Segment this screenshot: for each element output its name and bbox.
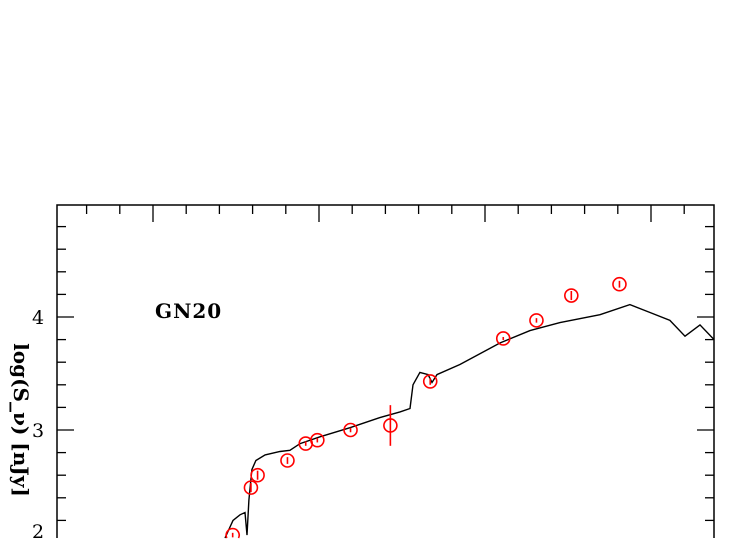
photometry-point	[422, 374, 438, 389]
photometry-point	[529, 313, 544, 328]
data-point-marker	[495, 331, 511, 346]
photometry-point	[495, 331, 511, 346]
photometry-point	[280, 453, 295, 468]
photometry-point	[343, 422, 358, 438]
data-point-marker	[280, 453, 295, 468]
data-point-marker	[225, 527, 240, 539]
axis-ticks	[57, 205, 714, 522]
photometry-point	[250, 467, 265, 483]
y-tick-label: 3	[32, 420, 44, 442]
photometry-point	[564, 288, 579, 303]
photometry-point	[310, 432, 325, 448]
y-tick-label: 4	[32, 307, 44, 329]
photometry-point	[225, 527, 240, 539]
data-point-marker	[343, 422, 358, 438]
data-point-marker	[422, 374, 438, 389]
data-point-marker	[243, 480, 259, 495]
photometry-point	[243, 480, 259, 495]
photometry-points	[225, 276, 627, 539]
plot-border	[56, 204, 715, 538]
y-tick-label: 2	[32, 521, 44, 540]
data-point-marker	[250, 467, 265, 483]
photometry-point	[383, 405, 398, 446]
y-axis-label: log(S_ν) [nJy]	[9, 343, 33, 497]
data-point-marker	[612, 276, 627, 292]
photometry-point	[612, 276, 627, 292]
data-point-marker	[529, 313, 544, 328]
source-label: GN20	[155, 299, 222, 323]
plot-frame	[56, 204, 715, 538]
data-point-marker	[310, 432, 325, 448]
y-tick-labels: 4 3 2	[32, 307, 44, 540]
data-point-marker	[564, 288, 579, 303]
model-sed-curve	[224, 303, 715, 539]
